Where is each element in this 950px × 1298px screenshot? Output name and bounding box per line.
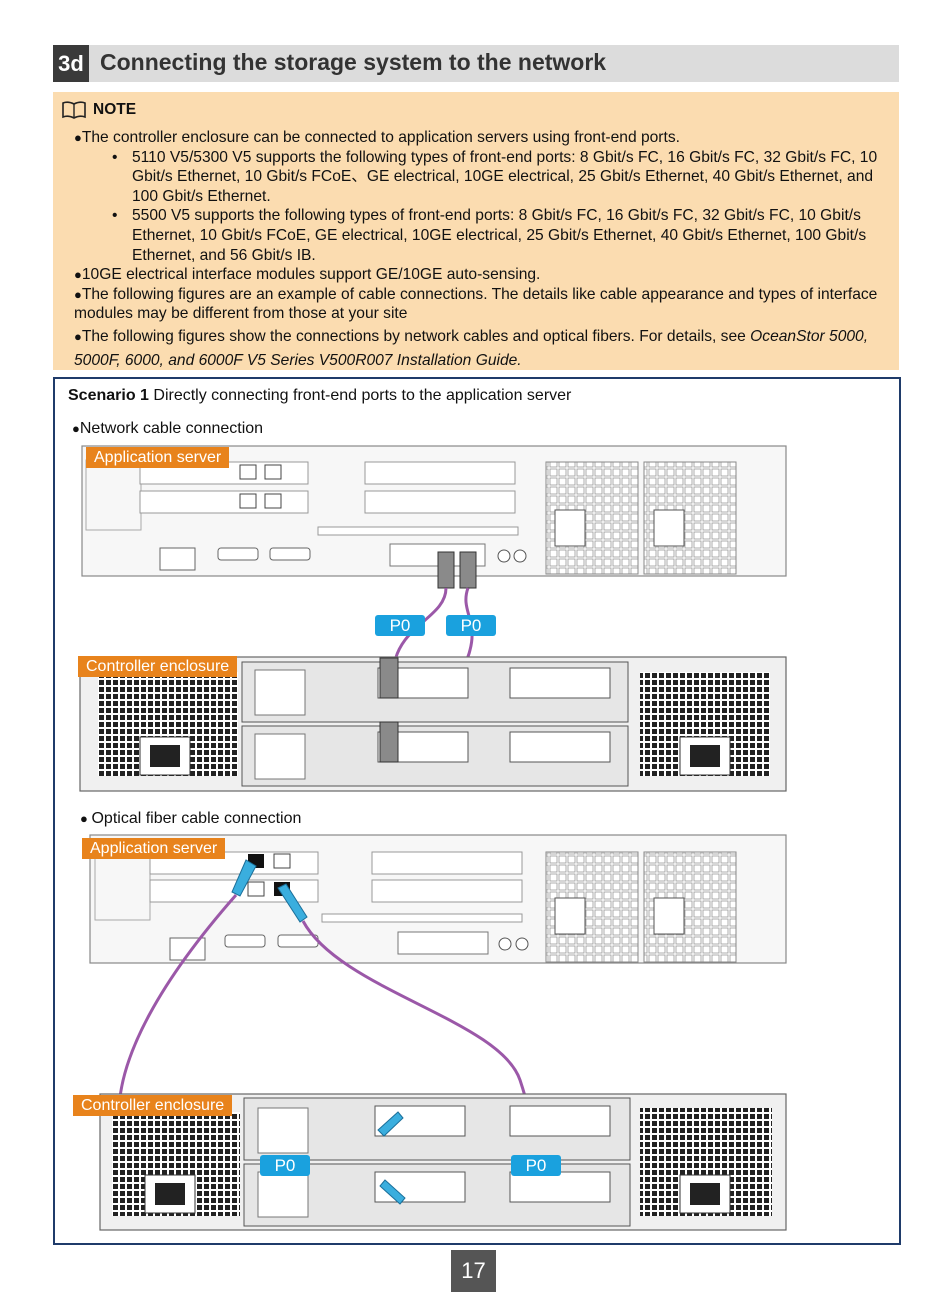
note-subitem: •5500 V5 supports the following types of… [112, 207, 867, 264]
port-label-p0-b: P0 [446, 615, 496, 636]
application-server-1 [81, 445, 787, 589]
app-server-label-1: Application server [86, 447, 230, 468]
controller-enclosure-1 [79, 656, 787, 792]
note-item: ●The following figures show the connecti… [74, 327, 869, 369]
scenario-title: Scenario 1 Directly connecting front-end… [68, 387, 572, 404]
page-number: 17 [451, 1250, 496, 1292]
network-heading: ●Network cable connection [72, 420, 264, 437]
note-header: NOTE [61, 100, 136, 120]
book-icon [62, 101, 86, 119]
controller-label-2: Controller enclosure [73, 1095, 233, 1116]
section-header: 3d Connecting the storage system to the … [53, 45, 899, 82]
section-title: Connecting the storage system to the net… [100, 49, 607, 75]
section-number: 3d [53, 45, 89, 82]
note-body: ●The controller enclosure can be connect… [74, 128, 882, 373]
port-label-p0-c: P0 [260, 1155, 310, 1176]
app-server-label-2: Application server [82, 838, 226, 859]
note-subitem: •5110 V5/5300 V5 supports the following … [112, 148, 878, 205]
optical-heading: ● Optical fiber cable connection [80, 810, 302, 827]
controller-enclosure-2 [99, 1093, 787, 1231]
note-item: ●The following figures are an example of… [74, 285, 878, 323]
note-item: ●The controller enclosure can be connect… [74, 129, 680, 146]
controller-label-1: Controller enclosure [78, 656, 238, 677]
note-box: NOTE ●The controller enclosure can be co… [53, 92, 899, 370]
scenario-box: Scenario 1 Directly connecting front-end… [53, 377, 901, 1245]
guide-title: OceanStor 5000, 5000F, 6000, and 6000F V… [74, 327, 869, 369]
note-label: NOTE [93, 101, 137, 119]
note-item: ●10GE electrical interface modules suppo… [74, 266, 541, 284]
port-label-p0-a: P0 [375, 615, 425, 636]
port-label-p0-d: P0 [511, 1155, 561, 1176]
application-server-2 [89, 834, 787, 964]
